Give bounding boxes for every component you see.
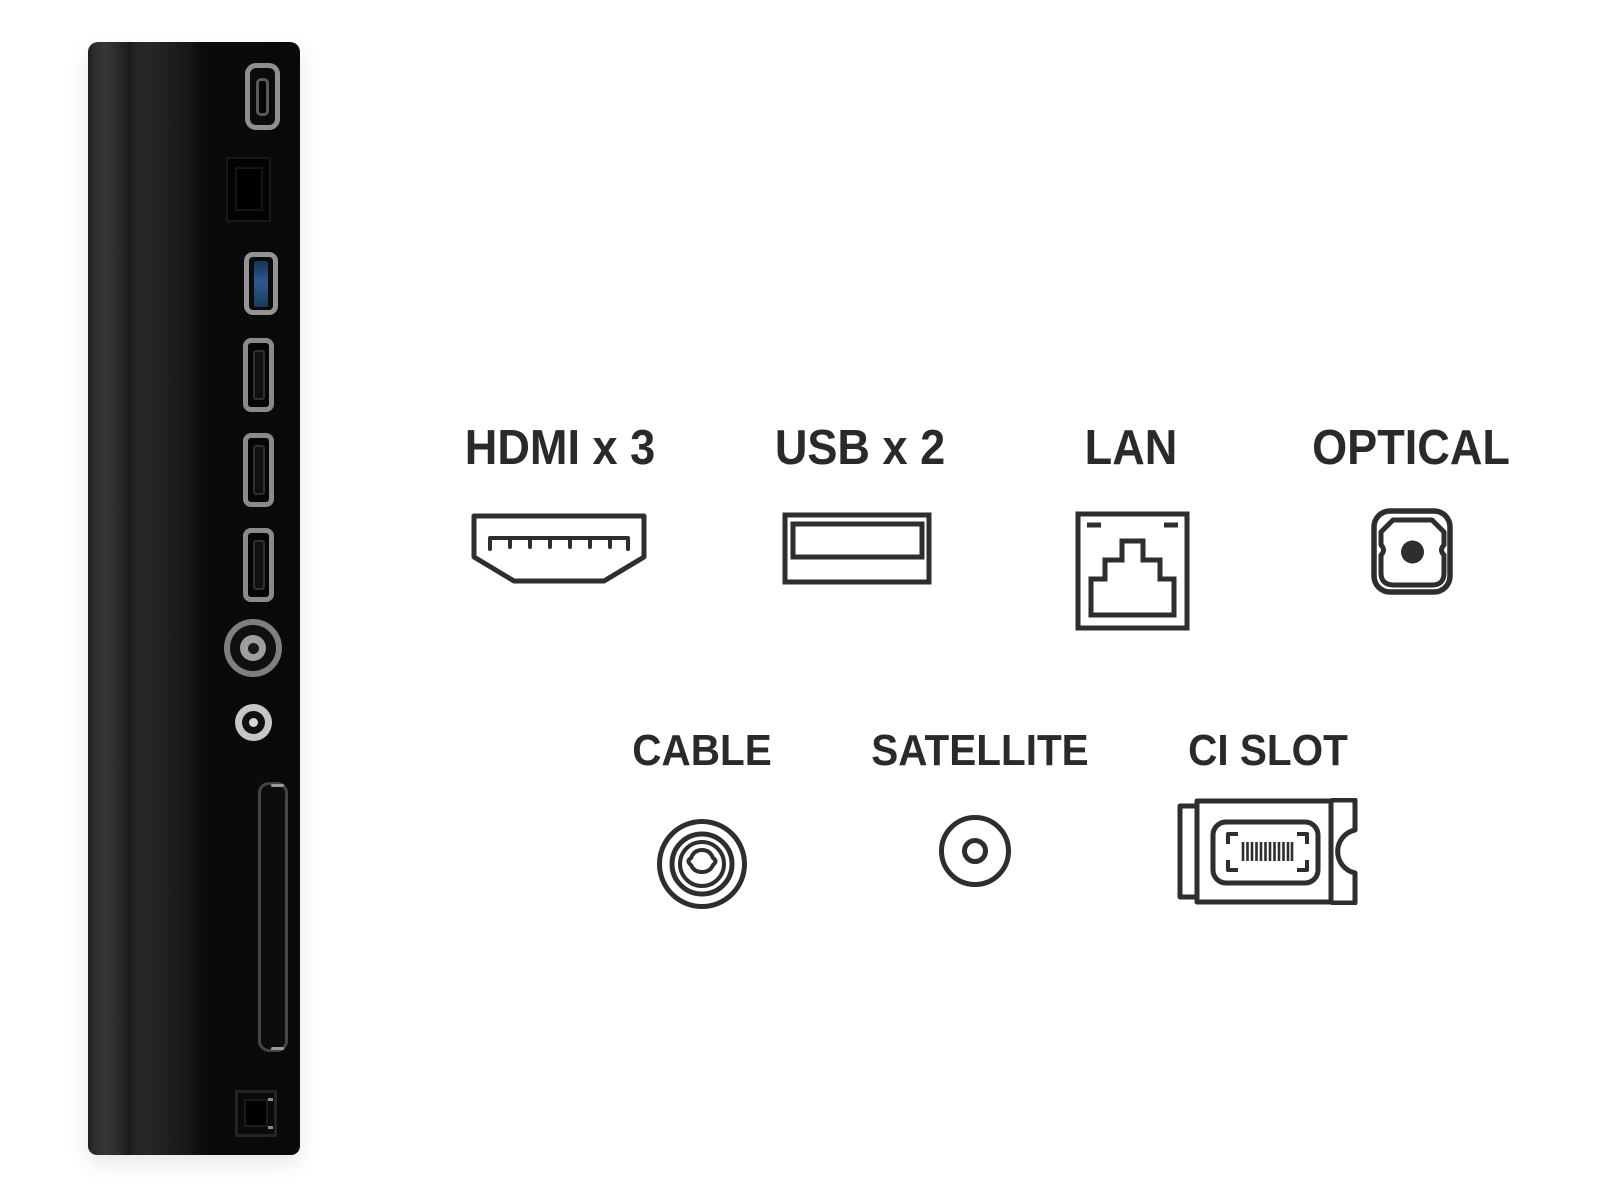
ci-slot-label: CI SLOT	[1188, 726, 1348, 775]
cable-rf-connector	[224, 619, 282, 677]
cable-rf-center	[247, 642, 259, 654]
satellite-connector	[235, 704, 272, 741]
service-port	[235, 1090, 277, 1137]
hdmi-port-slot	[252, 445, 265, 495]
lan-port	[226, 157, 271, 222]
service-port-inner	[244, 1099, 268, 1127]
usb3-port	[244, 252, 278, 315]
hdmi-port-3	[243, 528, 274, 602]
hdmi-label: HDMI x 3	[464, 421, 656, 475]
usb-port	[245, 63, 280, 130]
rf-coax-connector-icon	[656, 818, 748, 910]
usb3-blue-tab	[254, 260, 268, 307]
lan-label: LAN	[1084, 421, 1178, 475]
satellite-center	[249, 718, 258, 727]
usb-port-slot	[256, 77, 269, 116]
service-port-pin	[268, 1126, 273, 1129]
rj45-ethernet-icon	[1075, 511, 1190, 631]
hdmi-port-slot	[252, 540, 265, 590]
hdmi-port-1	[243, 338, 274, 412]
usb-type-a-icon	[782, 512, 932, 585]
ci-module-icon	[1177, 798, 1360, 905]
cable-rf-ring	[240, 635, 266, 661]
hdmi-connector-icon	[468, 512, 650, 585]
satellite-label: SATELLITE	[871, 726, 1089, 775]
toslink-optical-icon	[1371, 508, 1453, 595]
service-port-pin	[268, 1098, 273, 1101]
hdmi-port-2	[243, 433, 274, 507]
cable-label: CABLE	[632, 726, 772, 775]
usb-label: USB x 2	[774, 421, 946, 475]
lan-port-jack	[234, 167, 263, 211]
satellite-ring	[242, 711, 265, 734]
optical-label: OPTICAL	[1312, 421, 1510, 475]
hdmi-port-slot	[252, 350, 265, 400]
satellite-f-connector-icon	[938, 814, 1012, 888]
ci-card-slot	[258, 782, 288, 1052]
tv-side-panel	[88, 42, 300, 1155]
